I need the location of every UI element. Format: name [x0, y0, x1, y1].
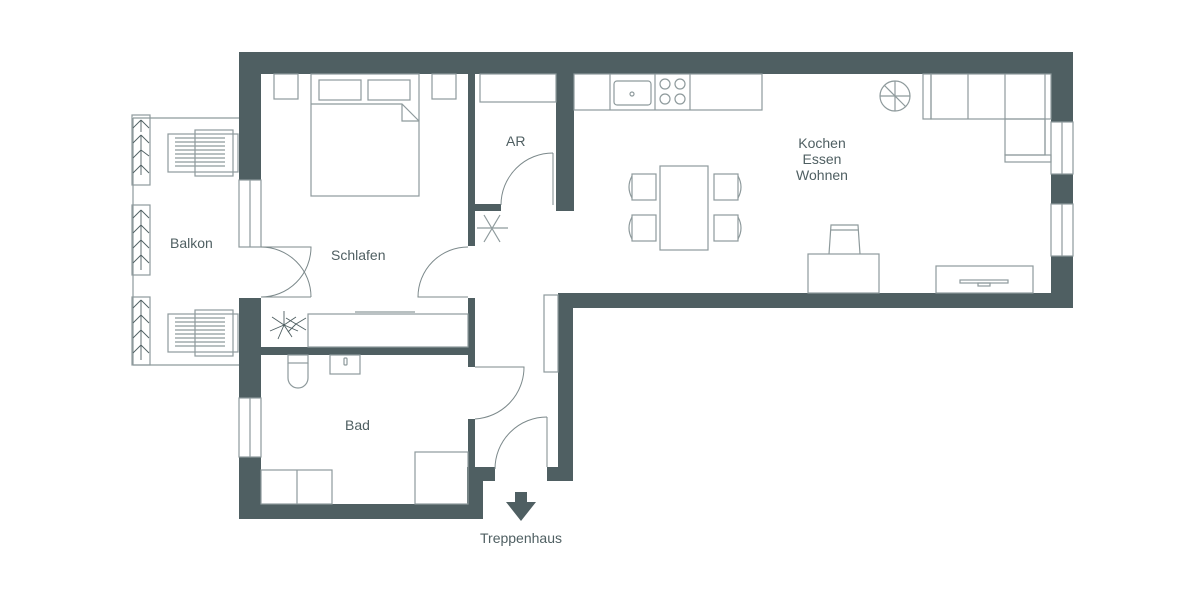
ar-furniture: [477, 73, 557, 243]
windows: [238, 121, 1074, 458]
vent-icon: [477, 214, 508, 243]
balcony: [131, 114, 239, 366]
arrow-down-icon: [506, 492, 536, 521]
room-label-bad: Bad: [345, 417, 370, 433]
room-label-ar: AR: [506, 133, 526, 149]
room-label-balkon: Balkon: [170, 235, 213, 251]
bedroom-furniture: [260, 73, 469, 348]
walls: [239, 52, 1073, 519]
room-label-essen: Essen: [802, 151, 842, 167]
kitchen-furniture: [573, 73, 1052, 294]
plant-icon: [269, 311, 307, 340]
lounger-top: [167, 129, 239, 177]
room-label-kitchen: Kochen Essen Wohnen: [790, 135, 854, 183]
plant-icon: [879, 80, 911, 112]
bath-furniture: [260, 354, 548, 505]
plant-icon: [132, 119, 150, 360]
room-label-schlafen: Schlafen: [331, 247, 386, 263]
room-label-wohnen: Wohnen: [796, 167, 848, 183]
exit-label-treppenhaus: Treppenhaus: [480, 530, 562, 546]
lounger-bottom: [167, 309, 239, 357]
room-label-kochen: Kochen: [798, 135, 846, 151]
